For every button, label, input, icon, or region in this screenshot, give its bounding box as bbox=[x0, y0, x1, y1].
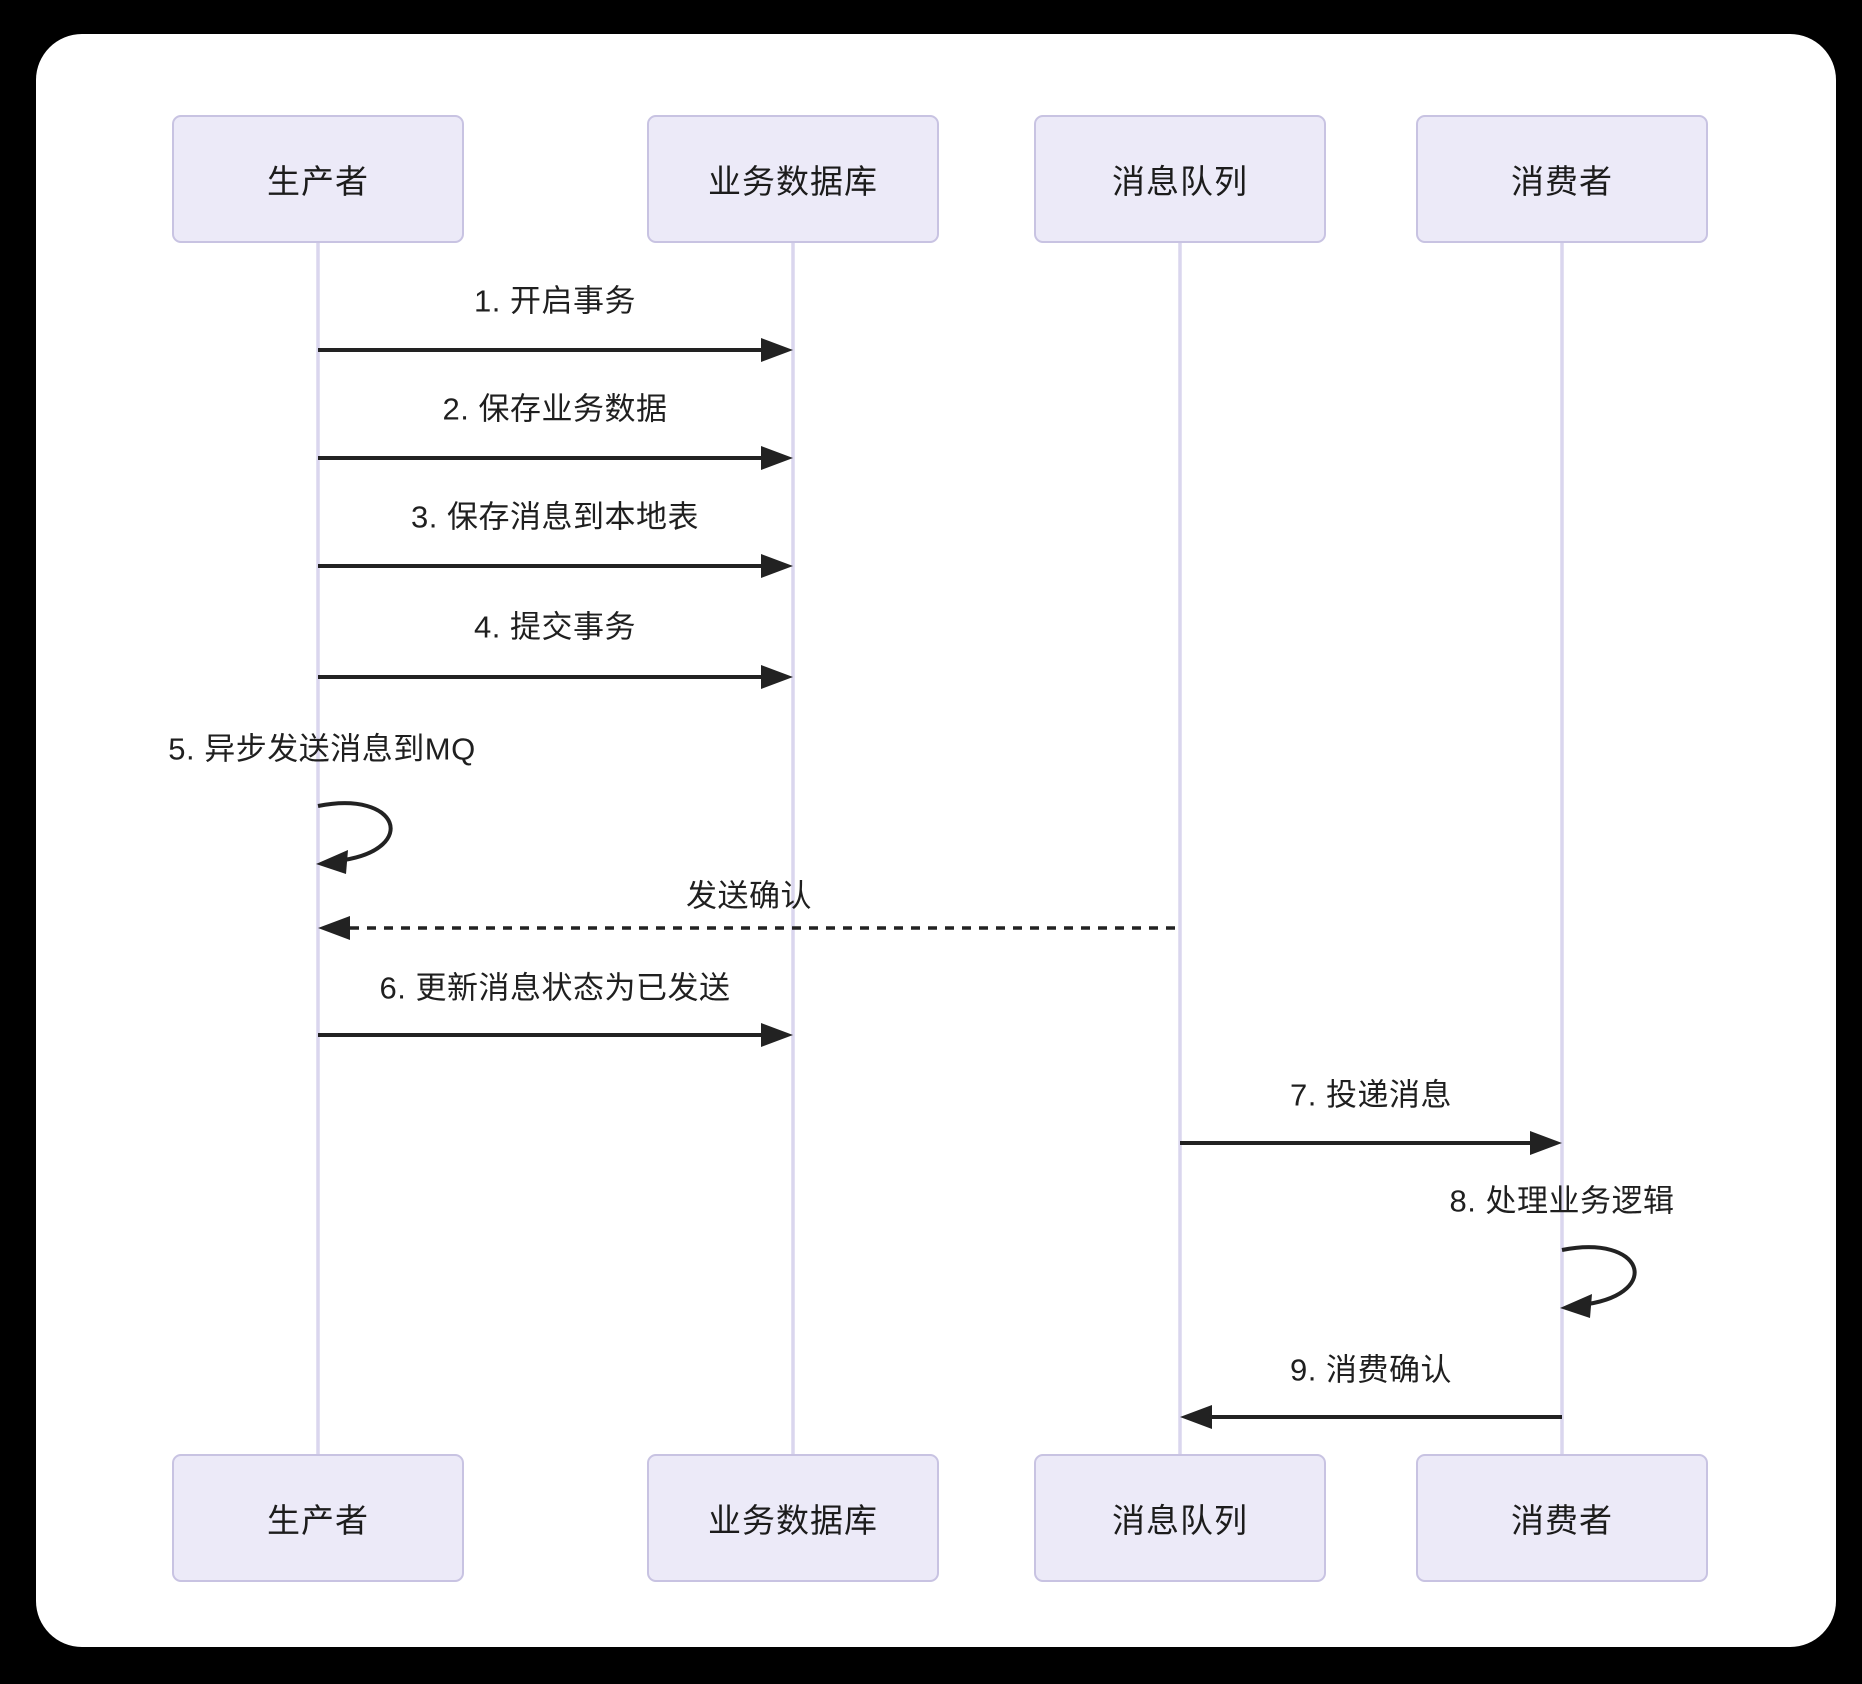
actor-bottom-database: 业务数据库 bbox=[647, 1454, 939, 1582]
actor-top-consumer: 消费者 bbox=[1416, 115, 1708, 243]
message-label-3: 3. 保存消息到本地表 bbox=[411, 499, 699, 535]
message-label-7: 7. 投递消息 bbox=[1290, 1077, 1452, 1113]
message-label-send-ack: 发送确认 bbox=[686, 878, 812, 914]
message-label-6: 6. 更新消息状态为已发送 bbox=[379, 970, 731, 1006]
message-label-4: 4. 提交事务 bbox=[474, 609, 636, 645]
actor-label: 业务数据库 bbox=[708, 1502, 878, 1539]
message-label-1: 1. 开启事务 bbox=[474, 283, 636, 319]
message-label-9: 9. 消费确认 bbox=[1290, 1352, 1452, 1388]
diagram-canvas bbox=[36, 34, 1836, 1647]
actor-bottom-producer: 生产者 bbox=[172, 1454, 464, 1582]
actor-label: 消息队列 bbox=[1112, 1502, 1248, 1539]
actor-bottom-consumer: 消费者 bbox=[1416, 1454, 1708, 1582]
actor-bottom-queue: 消息队列 bbox=[1034, 1454, 1326, 1582]
actor-label: 消费者 bbox=[1511, 1502, 1613, 1539]
actor-label: 生产者 bbox=[267, 1502, 369, 1539]
actor-label: 消费者 bbox=[1511, 163, 1613, 200]
actor-top-database: 业务数据库 bbox=[647, 115, 939, 243]
actor-label: 生产者 bbox=[267, 163, 369, 200]
actor-label: 消息队列 bbox=[1112, 163, 1248, 200]
message-label-8: 8. 处理业务逻辑 bbox=[1449, 1183, 1675, 1219]
actor-top-queue: 消息队列 bbox=[1034, 115, 1326, 243]
actor-top-producer: 生产者 bbox=[172, 115, 464, 243]
message-label-5: 5. 异步发送消息到MQ bbox=[168, 731, 476, 767]
actor-label: 业务数据库 bbox=[708, 163, 878, 200]
message-label-2: 2. 保存业务数据 bbox=[442, 391, 668, 427]
